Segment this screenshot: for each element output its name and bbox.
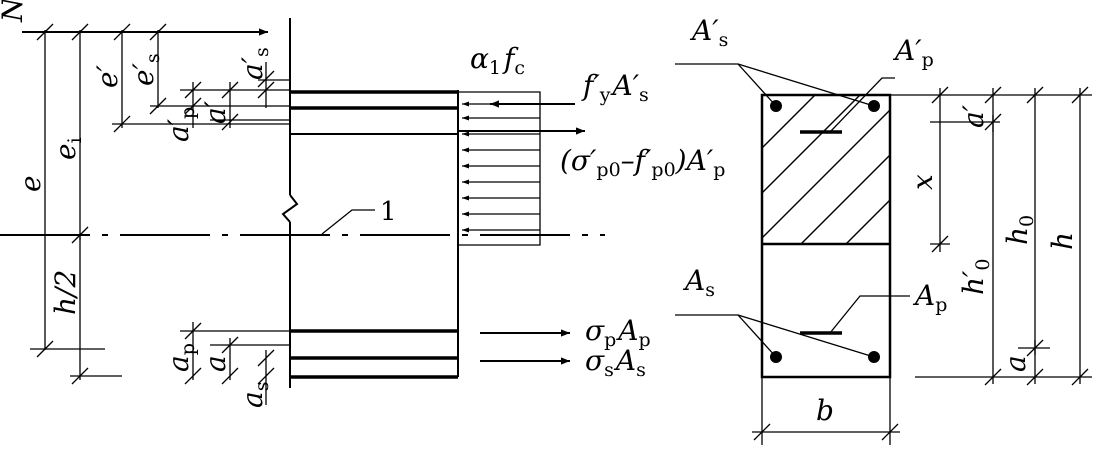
- label-h0-prime: h′0: [957, 259, 994, 295]
- label-sigma-p-ap: σpAp: [585, 314, 651, 351]
- label-es-prime: e′s: [127, 53, 164, 86]
- leader-ap: [829, 295, 910, 334]
- label-ap-section: Ap: [912, 279, 947, 316]
- label-a-prime-right: a′: [957, 104, 990, 128]
- centroid-label-1: 1: [380, 197, 397, 227]
- label-x: x: [906, 174, 939, 190]
- compression-zone-hatch: [762, 95, 890, 243]
- leader-as-prime-2: [737, 63, 875, 107]
- label-h0: h0: [1001, 215, 1038, 245]
- leader-ap-prime: [829, 77, 895, 133]
- label-ap-prime-section: A′p: [892, 34, 934, 71]
- label-as-left: as: [236, 382, 273, 408]
- label-as-prime: A′s: [689, 14, 728, 51]
- label-ap-prime: a′p: [162, 107, 199, 142]
- label-sigma-s-as: σsAs: [585, 344, 646, 381]
- label-e-prime: e′: [91, 64, 124, 88]
- label-b: b: [816, 394, 834, 427]
- leader-as-2: [737, 314, 875, 358]
- label-h: h: [1046, 232, 1079, 250]
- label-a-prime-left: a′: [199, 100, 232, 124]
- label-ap-left: ap: [162, 343, 199, 372]
- label-e: e: [14, 175, 47, 192]
- break-symbol: [281, 194, 299, 223]
- concrete-stress-block: [458, 91, 541, 246]
- elevation-view: 1 N e ei h/2 e′ e′s: [0, 0, 725, 408]
- label-ei: ei: [49, 137, 86, 160]
- label-n: N: [0, 0, 29, 23]
- label-h-half: h/2: [49, 270, 82, 315]
- label-as-prime-top: a′s: [236, 47, 273, 80]
- cross-section-view: A′s A′p As Ap x a′ h′0: [675, 14, 1092, 445]
- label-fy-as-prime: f′yA′s: [581, 69, 649, 106]
- label-a-left: a: [199, 355, 232, 372]
- label-a-right: a: [999, 355, 1032, 372]
- section-outline: [760, 93, 892, 379]
- centroid-leader: [321, 209, 375, 235]
- label-as-section: As: [682, 264, 715, 301]
- label-sigma-p0-expression: (σ′p0–f′p0)A′p: [560, 144, 725, 181]
